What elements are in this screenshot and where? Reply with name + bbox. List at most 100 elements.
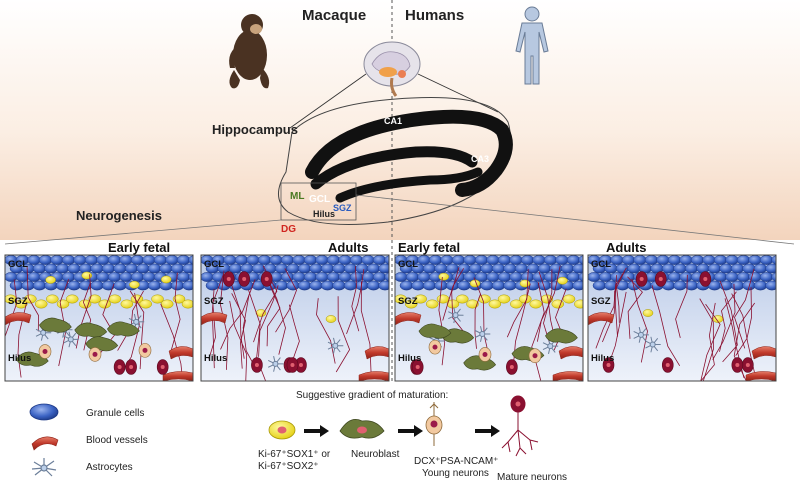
granule-cell — [667, 255, 682, 265]
neurite — [719, 280, 738, 363]
mature-neuron-nucleus — [264, 277, 269, 281]
dentate-band-upper — [310, 146, 478, 190]
granule-cell — [188, 255, 193, 265]
progenitor-cell — [98, 299, 111, 309]
neurite — [266, 281, 281, 347]
granule-cell — [399, 280, 414, 291]
granule-cell — [520, 255, 535, 265]
granule-cell — [555, 255, 569, 265]
granule-cell — [343, 280, 358, 291]
astrocyte — [35, 324, 52, 341]
mature-neuron-nucleus — [290, 363, 295, 367]
granule-cell — [627, 263, 641, 274]
granule-cell — [434, 263, 448, 274]
neurite — [735, 287, 752, 356]
neurite — [442, 268, 464, 321]
young-neuron-nucleus — [92, 351, 98, 357]
granule-cell — [366, 280, 381, 291]
granule-cell — [176, 255, 191, 265]
astrocyte — [474, 326, 491, 342]
neurite — [335, 296, 351, 373]
granule-cell — [644, 255, 659, 265]
granule-cell — [32, 280, 47, 291]
granule-cell — [384, 272, 389, 282]
granule-cell — [656, 255, 670, 265]
granule-cell — [696, 263, 710, 274]
neurite — [675, 274, 688, 338]
granule-cell — [78, 263, 93, 274]
blood-vessel — [552, 371, 583, 381]
panel-title: Early fetal — [398, 240, 460, 255]
progenitor-cell — [14, 299, 28, 309]
granule-cell — [765, 280, 776, 291]
granule-cell — [188, 272, 193, 282]
mature-neuron-nucleus — [415, 365, 420, 369]
granule-cell — [684, 263, 699, 274]
granule-cell — [572, 280, 583, 291]
arrow-3-head — [491, 425, 500, 437]
progenitor-cell — [488, 299, 502, 309]
progenitor-cell — [181, 299, 193, 309]
mature-neuron-nucleus — [254, 363, 259, 367]
granule-cell — [142, 272, 156, 282]
neurite — [169, 272, 181, 355]
blood-vessel — [588, 312, 615, 326]
neurite — [731, 293, 756, 376]
granule-cell — [130, 272, 145, 282]
granule-cell — [113, 280, 127, 291]
granule-cell — [549, 263, 563, 274]
granule-cell — [730, 280, 745, 291]
progenitor-cell — [466, 299, 479, 309]
astrocyte — [448, 307, 464, 324]
granule-cell — [366, 263, 381, 274]
panel-sgz-label: SGZ — [591, 296, 611, 307]
panel-frame — [200, 254, 390, 382]
humans-label: Humans — [405, 7, 464, 24]
young-neuron-icon — [425, 402, 443, 446]
granule-cell — [742, 280, 756, 291]
mature-neuron-nucleus — [639, 277, 644, 281]
neurite — [543, 269, 553, 343]
granule-cell — [9, 280, 24, 291]
progenitor-cell — [81, 271, 93, 280]
zoom-line-right — [417, 73, 499, 113]
neurite — [58, 279, 70, 367]
granule-cell — [67, 263, 81, 274]
mature-neuron-nucleus — [226, 277, 231, 281]
expand-line-right — [355, 194, 795, 245]
hippocampus-title: Hippocampus — [212, 122, 298, 137]
granule-cell — [372, 272, 387, 282]
granule-cell — [153, 255, 168, 265]
panel-hilus-label: Hilus — [8, 353, 31, 364]
granule-cell — [201, 272, 214, 282]
blood-vessel — [201, 312, 228, 326]
granule-cell — [598, 272, 613, 282]
granule-cell — [707, 263, 722, 274]
granule-cell — [5, 272, 18, 282]
granule-cell — [480, 280, 494, 291]
maturation-title: Suggestive gradient of maturation: — [296, 390, 448, 401]
blood-vessel — [745, 371, 776, 381]
granule-cell — [182, 280, 193, 291]
granule-cell — [661, 263, 676, 274]
mature-neuron-nucleus — [703, 277, 708, 281]
granule-cell — [170, 280, 185, 291]
neurite — [607, 291, 627, 368]
granule-cell — [753, 280, 768, 291]
granule-cell — [303, 272, 318, 282]
progenitor-cell — [45, 276, 56, 284]
neurite — [26, 265, 39, 332]
granule-cell — [457, 280, 471, 291]
granule-cell — [771, 255, 776, 265]
granule-cell — [615, 263, 630, 274]
neurogenesis-label: Neurogenesis — [76, 208, 162, 223]
granule-cell — [777, 264, 790, 273]
granule-cell — [27, 272, 41, 282]
granule-cell — [32, 263, 47, 274]
granule-cell — [107, 272, 122, 282]
granule-cell — [38, 255, 53, 265]
neurite — [538, 271, 555, 338]
neurite — [316, 298, 336, 364]
panels-group: Early fetalGCLSGZHilusAdultsGCLSGZHilusE… — [4, 240, 790, 382]
